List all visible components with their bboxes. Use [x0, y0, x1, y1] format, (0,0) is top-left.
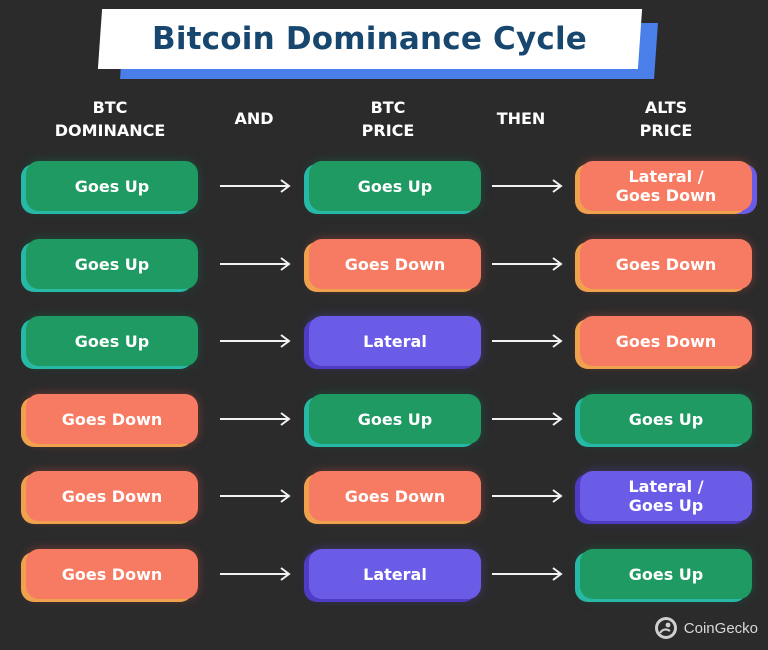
pill-btc-dominance-row-5: Goes Down: [26, 471, 198, 521]
brand-watermark: CoinGecko: [654, 616, 758, 640]
arrow-right-icon: [492, 257, 563, 271]
pill-alts-price-row-3: Goes Down: [580, 316, 752, 366]
pill-alts-price-row-4: Goes Up: [580, 394, 752, 444]
pill-btc-price-row-3: Lateral: [309, 316, 481, 366]
pill-btc-dominance-row-6: Goes Down: [26, 549, 198, 599]
pill-btc-price-row-1: Goes Up: [309, 161, 481, 211]
header-btc-dominance: BTC DOMINANCE: [54, 98, 166, 140]
header-alts-price: ALTS PRICE: [639, 98, 693, 140]
arrow-right-icon: [492, 567, 563, 581]
header-btc-price: BTC PRICE: [361, 98, 415, 140]
brand-name: CoinGecko: [683, 619, 758, 637]
arrow-right-icon: [492, 179, 563, 193]
pill-btc-dominance-row-4: Goes Down: [26, 394, 198, 444]
coingecko-logo-icon: [654, 617, 677, 639]
pill-alts-price-row-6: Goes Up: [580, 549, 752, 599]
arrow-right-icon: [492, 334, 563, 348]
arrow-right-icon: [220, 257, 291, 271]
pill-btc-dominance-row-3: Goes Up: [26, 316, 198, 366]
pill-btc-price-row-6: Lateral: [309, 549, 481, 599]
arrow-right-icon: [220, 334, 291, 348]
arrow-right-icon: [220, 412, 291, 426]
pill-btc-dominance-row-1: Goes Up: [26, 161, 198, 211]
pill-btc-price-row-2: Goes Down: [309, 239, 481, 289]
pill-btc-price-row-4: Goes Up: [309, 394, 481, 444]
pill-alts-price-row-5: Lateral / Goes Up: [580, 471, 752, 521]
arrow-right-icon: [220, 179, 291, 193]
pill-alts-price-row-2: Goes Down: [580, 239, 752, 289]
header-then: THEN: [496, 109, 546, 128]
title-banner-box: Bitcoin Dominance Cycle: [97, 9, 643, 69]
arrow-right-icon: [220, 489, 291, 503]
pill-btc-price-row-5: Goes Down: [309, 471, 481, 521]
arrow-right-icon: [220, 567, 291, 581]
pill-alts-price-row-1: Lateral / Goes Down: [580, 161, 752, 211]
header-and: AND: [234, 109, 274, 128]
arrow-right-icon: [492, 489, 563, 503]
pill-btc-dominance-row-2: Goes Up: [26, 239, 198, 289]
title-banner: Bitcoin Dominance Cycle: [97, 9, 660, 85]
arrow-right-icon: [492, 412, 563, 426]
page-title: Bitcoin Dominance Cycle: [152, 21, 588, 57]
